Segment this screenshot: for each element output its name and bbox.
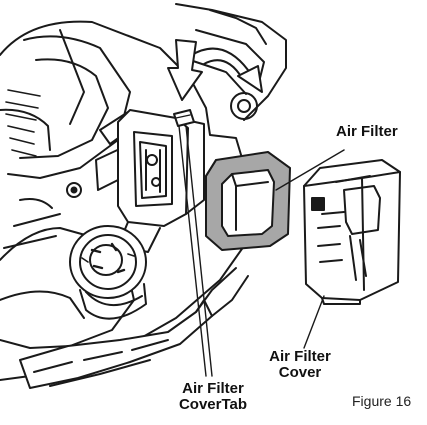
leader-lines	[178, 125, 345, 377]
blower-outlet	[19, 267, 249, 389]
air-filter-cover-label: Air Filter Cover	[262, 349, 338, 381]
press-down-arrow	[167, 39, 203, 101]
air-filter-cover	[303, 159, 401, 305]
air-filter-element	[205, 151, 291, 251]
air-filter-cover-tab-label: Air Filter CoverTab	[165, 381, 261, 413]
fuel-cap	[69, 225, 147, 320]
cover-tab	[173, 109, 195, 127]
air-filter-cover-label-line1: Air Filter	[269, 348, 331, 365]
figure-caption: Figure 16	[352, 393, 412, 409]
air-filter-cover-label-line2: Cover	[278, 364, 322, 381]
cover-tab-label-line1: Air Filter	[182, 380, 244, 397]
air-filter-label-text: Air Filter	[336, 123, 398, 140]
cover-tab-label-line2: CoverTab	[178, 396, 248, 413]
air-filter-label: Air Filter	[336, 124, 398, 140]
rotation-arrow	[189, 47, 263, 93]
cylinder-fins	[5, 89, 41, 157]
